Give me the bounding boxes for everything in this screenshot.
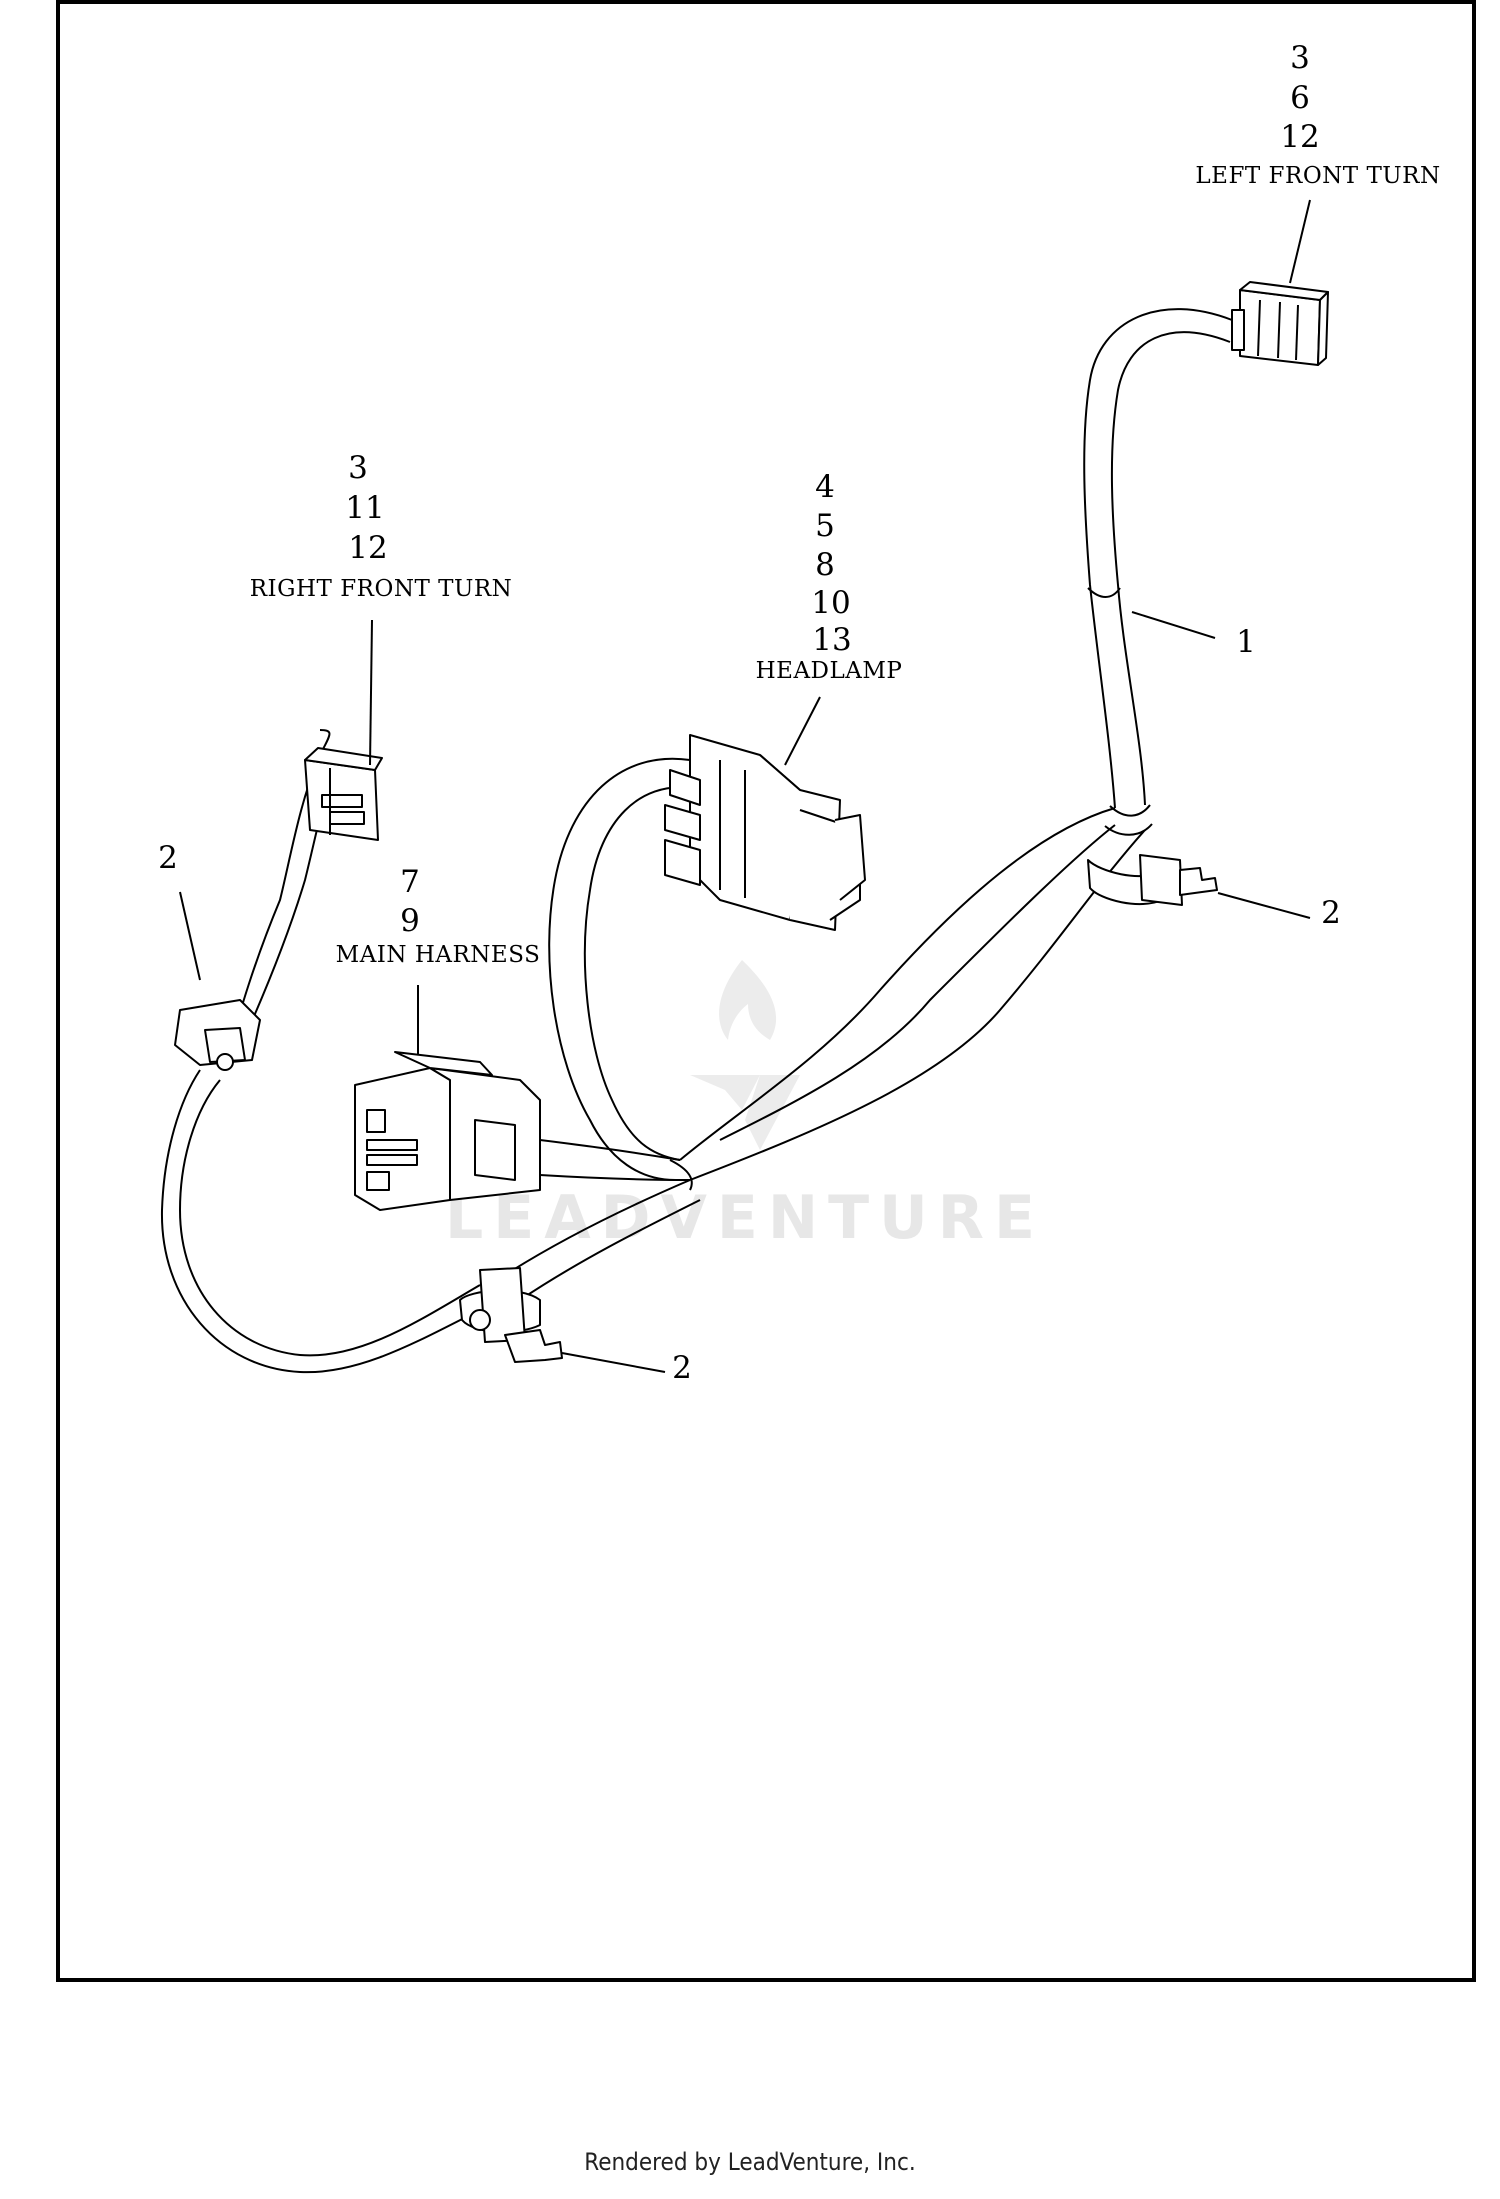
callout-item: 4 <box>815 469 835 505</box>
callout-clip-bottom: 2 <box>672 1350 692 1386</box>
callout-item: 3 <box>1290 40 1310 76</box>
callout-item: 11 <box>345 490 384 526</box>
clip-right <box>1087 854 1218 906</box>
callout-item: 13 <box>812 622 851 658</box>
callout-label: HEADLAMP <box>756 658 903 684</box>
callout-item: 12 <box>1280 119 1319 155</box>
callout-left-front-turn: 3 6 12 LEFT FRONT TURN <box>1195 40 1440 189</box>
leader-clip-bottom <box>561 1352 666 1373</box>
callout-item: 6 <box>1290 80 1310 116</box>
harness-wires <box>160 308 1233 1374</box>
watermark: LEADVENTURE <box>445 960 1045 1253</box>
callout-item: 5 <box>815 508 835 544</box>
callout-harness: 1 <box>1236 624 1256 660</box>
headlamp-connector <box>664 734 866 931</box>
callout-item: 10 <box>811 585 850 621</box>
leader-right-front-turn <box>369 619 373 766</box>
callout-clip-right: 2 <box>1321 895 1341 931</box>
callout-headlamp: 4 5 8 10 13 HEADLAMP <box>756 469 903 684</box>
callout-clip-left: 2 <box>158 840 178 876</box>
clip-left <box>174 999 261 1071</box>
flame-icon <box>719 960 777 1040</box>
callout-label: MAIN HARNESS <box>336 942 541 968</box>
v-logo-icon <box>690 1075 800 1150</box>
leader-harness <box>1131 611 1216 639</box>
callout-item: 9 <box>400 903 420 939</box>
callout-item: 3 <box>348 450 368 486</box>
clip-bottom <box>459 1267 563 1363</box>
callout-item: 7 <box>400 864 420 900</box>
callout-label: RIGHT FRONT TURN <box>250 576 513 602</box>
watermark-text: LEADVENTURE <box>445 1183 1045 1253</box>
render-credit: Rendered by LeadVenture, Inc. <box>584 2148 916 2176</box>
right-front-turn-connector <box>304 747 383 841</box>
callout-item: 12 <box>348 530 387 566</box>
leader-left-front-turn <box>1289 199 1311 284</box>
callout-right-front-turn: 3 11 12 RIGHT FRONT TURN <box>250 450 513 602</box>
callout-main-harness: 7 9 MAIN HARNESS <box>336 864 541 968</box>
main-harness-connector <box>354 1051 541 1211</box>
leader-clip-right <box>1217 892 1311 919</box>
callout-item: 8 <box>815 547 835 583</box>
leader-clip-left <box>179 891 201 981</box>
left-front-turn-connector <box>1231 281 1329 366</box>
diagram-frame <box>56 0 1476 1982</box>
leader-headlamp <box>784 696 821 766</box>
callout-label: LEFT FRONT TURN <box>1195 163 1440 189</box>
